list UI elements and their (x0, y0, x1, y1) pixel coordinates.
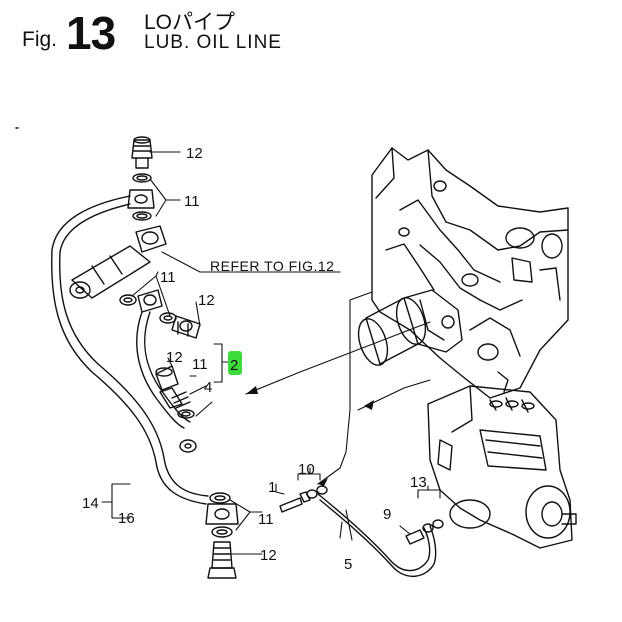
callout-12-mid: 12 (198, 292, 215, 309)
callout-14: 14 (82, 495, 99, 512)
callout-5: 5 (344, 556, 352, 573)
callout-4: 4 (204, 379, 212, 396)
callout-13: 13 (410, 474, 427, 491)
figure-number: 13 (66, 7, 116, 59)
bottom-fitting-drawing (205, 492, 239, 579)
callout-12-left: 12 (166, 349, 183, 366)
callout-9: 9 (383, 506, 391, 523)
pipe-joint-drawing (69, 225, 167, 299)
figure-prefix: Fig. (22, 28, 58, 51)
callout-11-bottom: 11 (258, 511, 274, 528)
oil-pipe-5-drawing (279, 485, 444, 577)
title-english: LUB. OIL LINE (144, 32, 282, 53)
top-fitting-drawing (127, 136, 155, 221)
callout-11-side: 11 (192, 356, 208, 373)
injection-pump-drawing (427, 385, 577, 549)
callout-12-bottom: 12 (260, 547, 277, 564)
oil-pipe-2-drawing (119, 289, 201, 429)
oil-pipe-14-drawing (51, 195, 209, 505)
callout-11-mid: 11 (160, 269, 176, 286)
callout-12-top: 12 (186, 145, 203, 162)
callout-labels: 12 11 REFER TO FIG.12 11 12 12 11 2 4 14… (82, 145, 427, 573)
arrowheads (246, 386, 374, 486)
oil-filter-drawing (357, 289, 463, 366)
title-japanese: LOパイプ (144, 11, 236, 34)
middle-fitting-drawing (155, 365, 197, 453)
callout-2-highlight (228, 351, 242, 375)
refer-note: REFER TO FIG.12 (210, 258, 334, 274)
callout-11-top: 11 (184, 193, 200, 210)
callout-2: 2 (230, 357, 238, 374)
callout-1: 1 (268, 479, 276, 496)
engine-block-drawing (371, 147, 569, 399)
callout-16: 16 (118, 510, 135, 527)
callout-10: 10 (298, 461, 315, 478)
